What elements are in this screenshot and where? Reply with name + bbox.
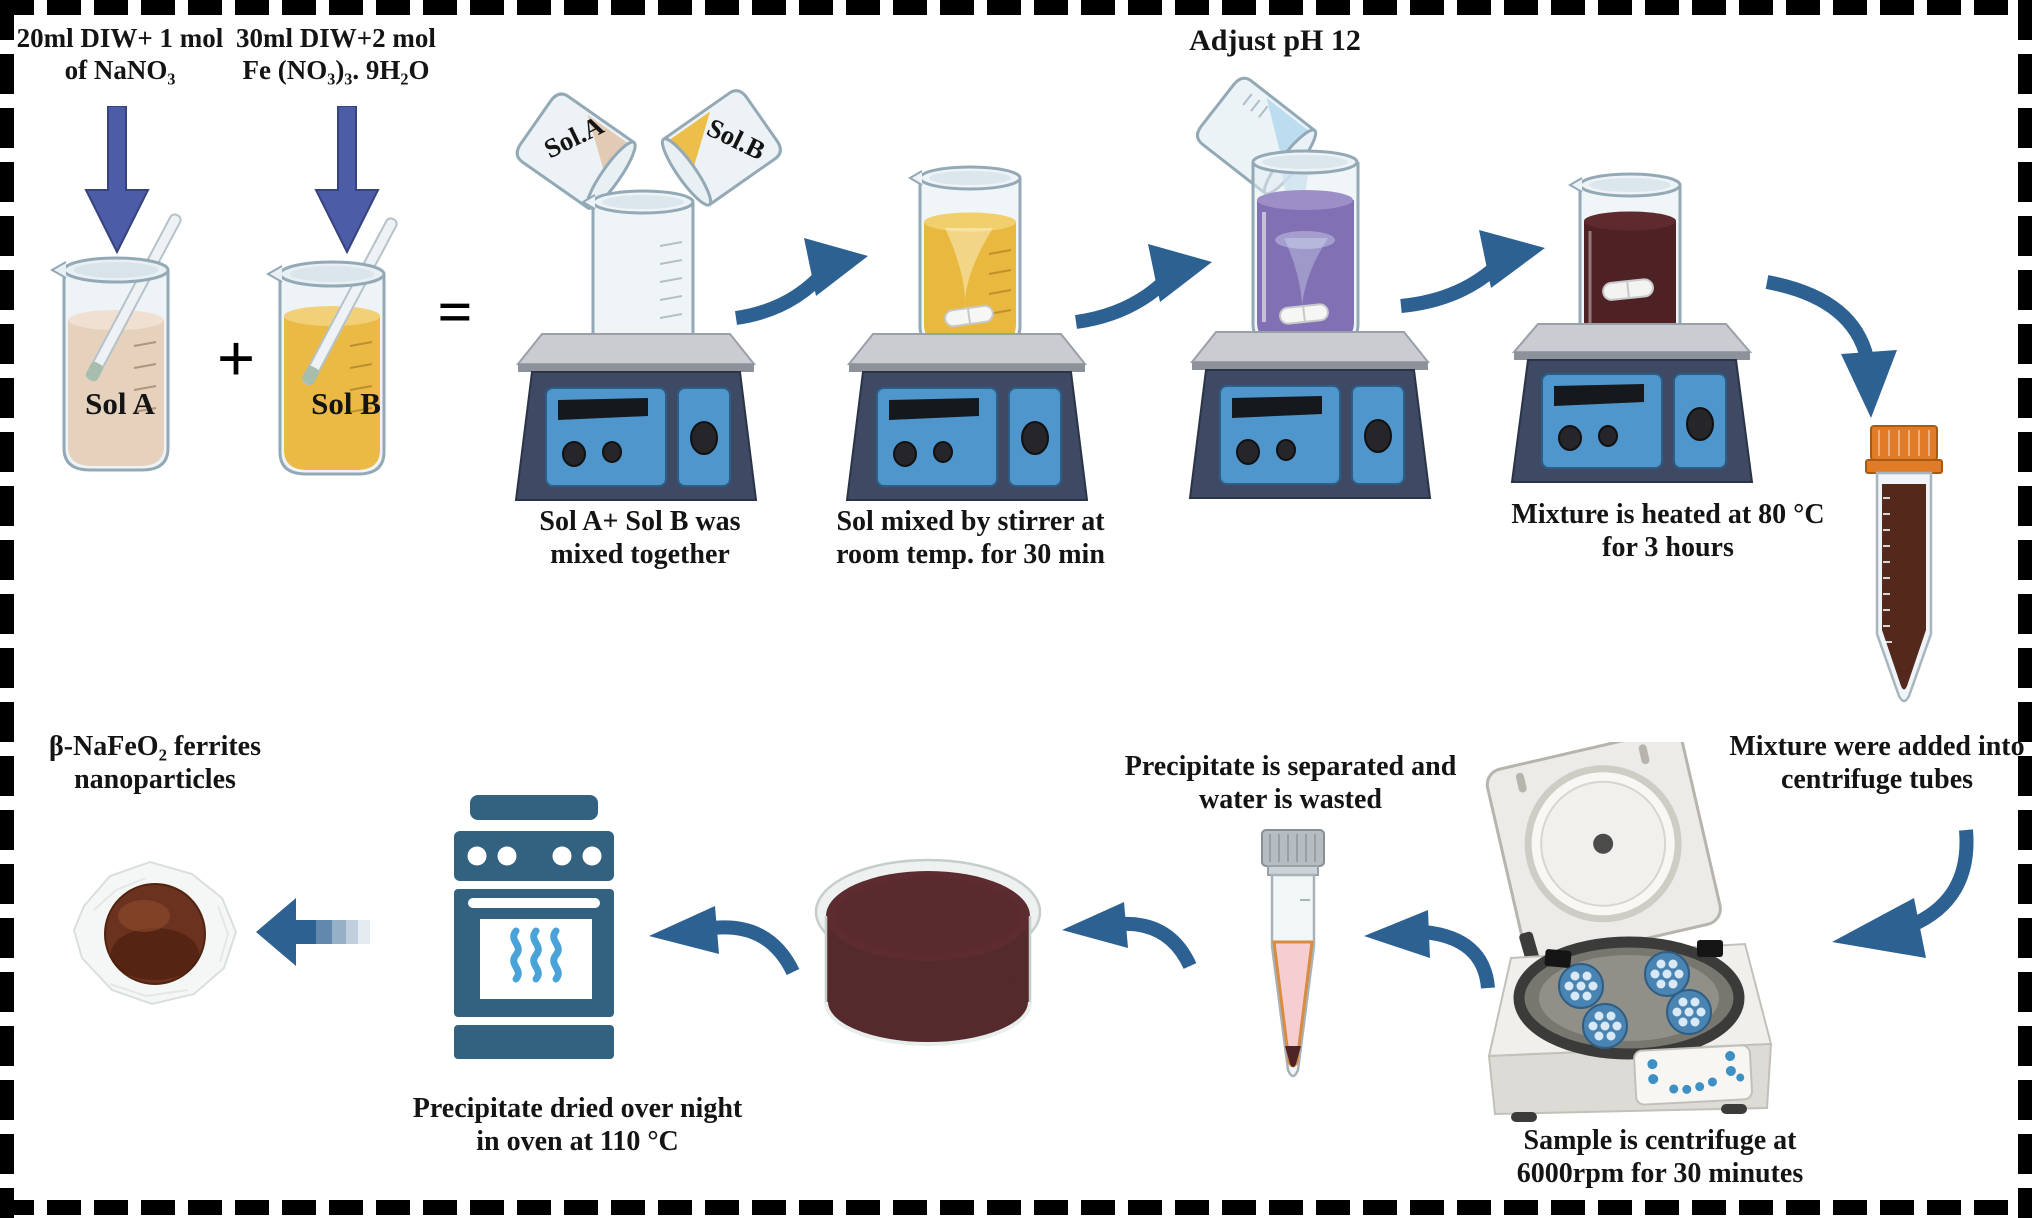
down-block-arrow-icon (314, 106, 380, 254)
magnetic-stirrer (514, 333, 758, 501)
yellow-solution-beaker (908, 165, 1022, 350)
equals-sign: = (437, 279, 473, 347)
pouring-beaker-sol-b (660, 89, 782, 207)
magnetic-stirrer (1510, 323, 1754, 483)
centrifuge-machine (1485, 742, 1773, 1122)
microcentrifuge-tube (1261, 829, 1325, 1078)
centrifuge-caption: Sample is centrifuge at 6000rpm for 30 m… (1516, 1125, 1804, 1190)
beaker-sol-a-label: Sol A (85, 386, 155, 421)
magnetic-stirrer (1188, 331, 1432, 499)
flow-arrow-left-fade-icon (256, 898, 370, 966)
flow-arrow-down-icon (1765, 275, 1897, 418)
petri-dish (814, 858, 1042, 1046)
flow-arrow-down-left-icon (1832, 829, 1974, 958)
magnetic-stirrer (845, 333, 1089, 501)
beaker-sol-a (49, 213, 182, 472)
beaker-sol-b-label: Sol B (311, 386, 381, 421)
flow-arrow-right-icon (734, 238, 868, 325)
oven-caption: Precipitate dried over night in oven at … (412, 1093, 743, 1158)
border-left (0, 0, 14, 1218)
separation-caption: Precipitate is separated and water is wa… (1124, 751, 1457, 816)
pouring-beaker-sol-a (515, 92, 637, 210)
flow-arrow-left-icon (1364, 910, 1495, 989)
flow-arrow-right-icon (1400, 230, 1545, 313)
step1-caption: Sol A+ Sol B was mixed together (539, 506, 741, 571)
reagent-a-label: 20ml DIW+ 1 mol of NaNO₃ (16, 23, 224, 86)
step2-caption: Sol mixed by stirrer at room temp. for 3… (836, 506, 1105, 571)
flow-arrow-left-icon (649, 906, 800, 976)
product-caption: β-NaFeO₂ ferrites nanoparticles (48, 731, 262, 796)
reagent-b-label: 30ml DIW+2 mol Fe (NO₃)₃. 9H₂O (236, 23, 436, 86)
drying-oven (454, 795, 614, 1059)
heated-mixture-beaker (1568, 172, 1682, 351)
plus-sign: + (216, 320, 256, 396)
border-right (2018, 0, 2032, 1218)
centrifuge-tube (1865, 425, 1943, 703)
tube-caption: Mixture were added into centrifuge tubes (1729, 731, 2025, 796)
nanoparticle-powder (72, 860, 238, 1006)
adjust-ph-label: Adjust pH 12 (1189, 24, 1361, 57)
border-top (0, 0, 2032, 15)
flow-arrow-right-icon (1074, 244, 1212, 329)
border-bottom (0, 1200, 2032, 1215)
down-block-arrow-icon (84, 106, 150, 254)
step4-caption: Mixture is heated at 80 °C for 3 hours (1511, 499, 1825, 564)
flow-arrow-left-icon (1062, 902, 1197, 970)
beaker-sol-b (265, 217, 398, 476)
purple-solution-beaker (1251, 149, 1360, 349)
